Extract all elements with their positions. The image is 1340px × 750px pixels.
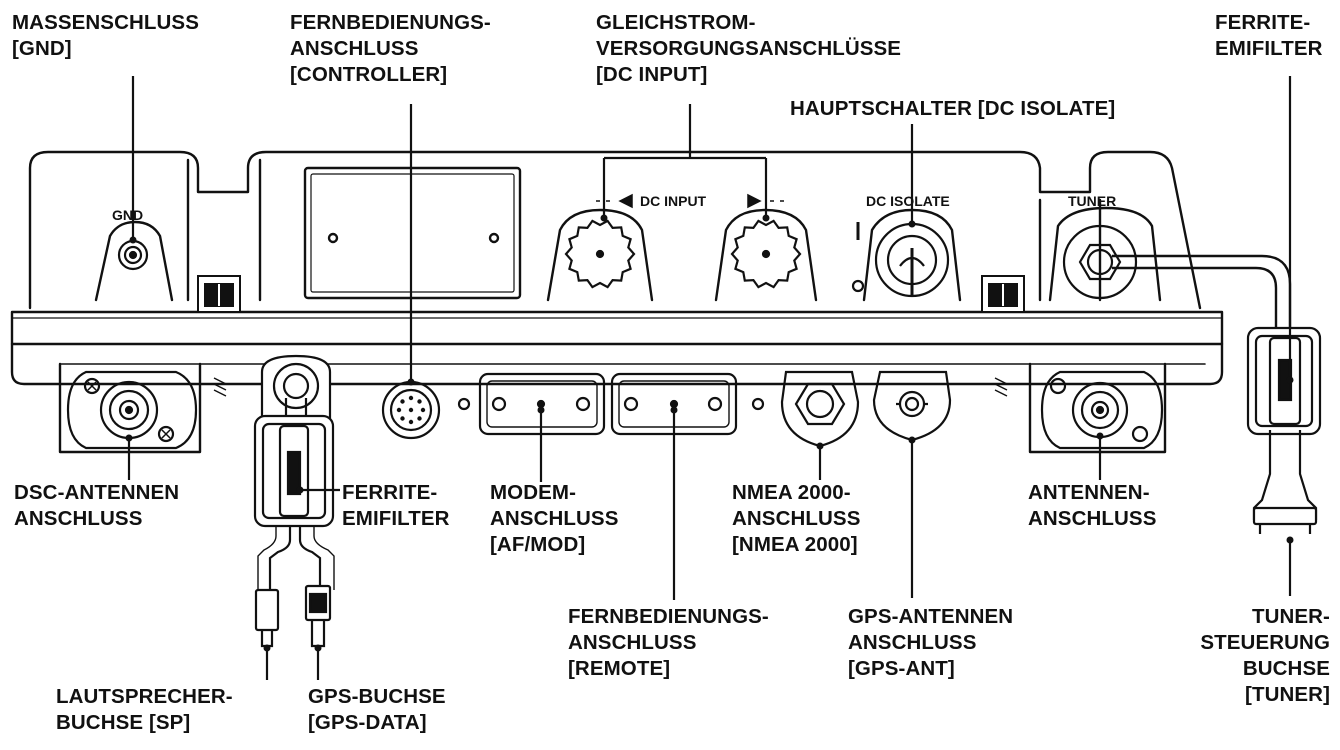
controller-pin <box>408 419 414 425</box>
panel-label-gnd: GND <box>112 207 143 223</box>
line-dc-input <box>602 104 768 218</box>
controller-window <box>303 166 522 300</box>
label-modem: MODEM-ANSCHLUSS[AF/MOD] <box>490 481 619 556</box>
hatch-marks <box>213 377 1008 397</box>
label-antenna: ANTENNEN-ANSCHLUSS <box>1028 481 1157 530</box>
controller-pin <box>417 399 422 404</box>
controller-pin <box>417 416 422 421</box>
gnd-hump <box>94 220 174 302</box>
label-dc-input: GLEICHSTROM-VERSORGUNGSANSCHLÜSSE[DC INP… <box>596 11 902 86</box>
callout-lines <box>127 76 1292 680</box>
callout-dots <box>125 214 1294 652</box>
shelf <box>10 310 1224 346</box>
gps-antenna-connector <box>872 370 952 442</box>
controller-connector <box>381 380 441 440</box>
middle-ferrite <box>253 414 335 648</box>
left-rib <box>186 158 262 302</box>
label-controller: FERNBEDIENUNGS-ANSCHLUSS[CONTROLLER] <box>290 11 491 86</box>
label-dc-isolate: HAUPTSCHALTER [DC ISOLATE] <box>790 97 1116 120</box>
label-speaker: LAUTSPRECHER-BUCHSE [SP] <box>56 685 233 734</box>
controller-pin <box>408 395 414 401</box>
upper-housing <box>28 150 1202 310</box>
label-gnd: MASSENSCHLUSS[GND] <box>12 11 199 60</box>
panel-label-tuner: TUNER <box>1068 193 1116 209</box>
controller-pin <box>400 416 405 421</box>
label-ferrite-top: FERRITE-EMIFILTER <box>1215 11 1323 60</box>
dc-input-knobs <box>564 219 802 289</box>
tuner-connector <box>1062 224 1292 330</box>
label-ferrite-mid: FERRITE-EMIFILTER <box>342 481 450 530</box>
controller-pin <box>420 407 426 413</box>
dc-isolate-switch <box>851 222 950 298</box>
housing-clips <box>197 275 1025 313</box>
label-nmea: NMEA 2000-ANSCHLUSS[NMEA 2000] <box>732 481 861 556</box>
dc-input-arrows <box>596 193 784 209</box>
tuner-ferrite <box>1246 326 1322 534</box>
controller-pin <box>400 399 405 404</box>
panel-label-dc-input: DC INPUT <box>640 193 707 209</box>
controller-pin <box>396 407 402 413</box>
dc-hump-left <box>546 208 654 302</box>
label-remote: FERNBEDIENUNGS-ANSCHLUSS[REMOTE] <box>568 605 769 680</box>
tuner-hump <box>1048 206 1162 302</box>
gnd-terminal <box>117 239 149 271</box>
controller-window-inner <box>310 173 515 293</box>
label-gps-data: GPS-BUCHSE[GPS-DATA] <box>308 685 446 734</box>
sp-gps-cable <box>260 354 332 422</box>
panel-label-dc-isolate: DC ISOLATE <box>866 193 950 209</box>
lower-body <box>10 342 1224 386</box>
